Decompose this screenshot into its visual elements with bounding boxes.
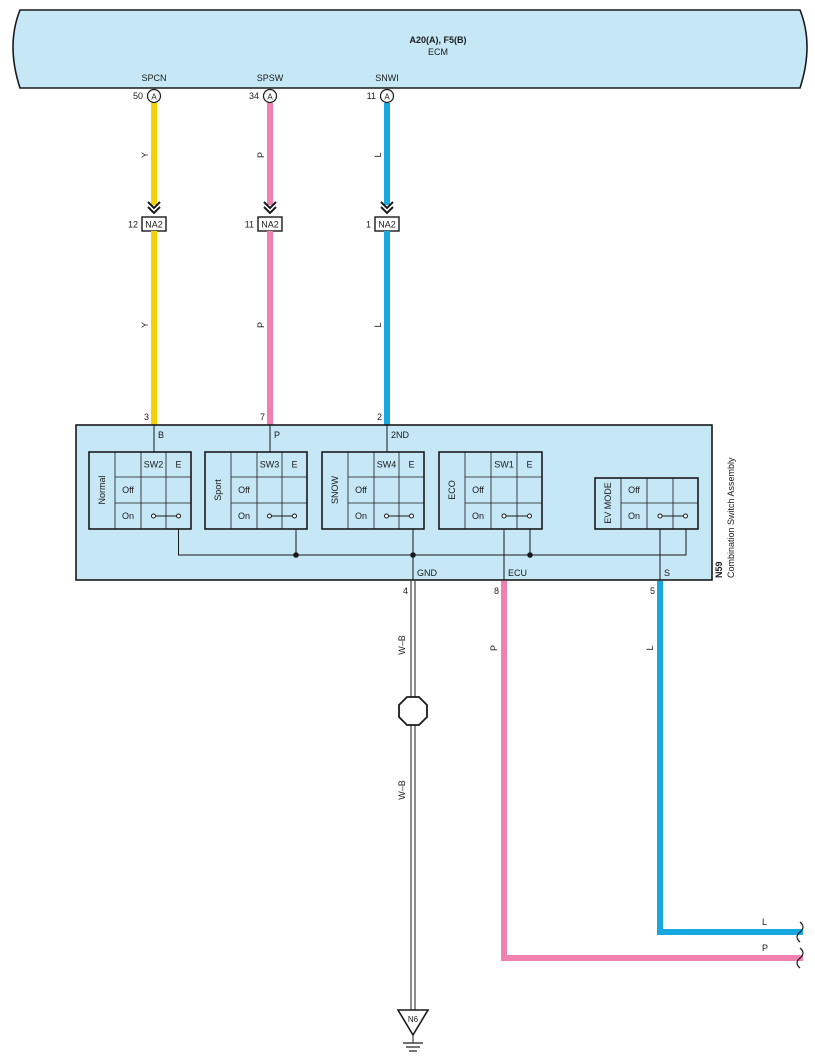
terminal-gnd: GND: [417, 568, 438, 578]
switch-contact-icon: [501, 513, 532, 519]
chevron-down-icon: [263, 201, 277, 215]
ground-id: N6: [408, 1015, 419, 1024]
junction-name: NA2: [145, 220, 163, 230]
wire-label-l: L: [373, 152, 383, 157]
switch-e-label: E: [408, 460, 414, 470]
switch-box-snow: SNOW SW4 E Off On: [321, 451, 425, 530]
wire-label-wb: W–B: [397, 780, 407, 800]
connector-a-letter: A: [384, 93, 390, 102]
switch-assembly-id: N59: [714, 561, 724, 578]
switch-mode-label: SNOW: [330, 475, 340, 504]
chevron-down-icon: [147, 201, 161, 215]
switch-box-sport: Sport SW3 E Off On: [204, 451, 308, 530]
switch-box-normal: Normal SW2 E Off On: [88, 451, 192, 530]
switch-box-eco: ECO SW1 E Off On: [438, 451, 543, 530]
internal-wiring: [178, 529, 687, 580]
wire-label-p: P: [256, 322, 266, 328]
chevron-down-icon: [380, 201, 394, 215]
switch-sw-label: SW2: [144, 460, 164, 470]
switch-contact-icon: [151, 513, 181, 519]
wire-pink-ecu: [501, 581, 803, 961]
ecm-pin-11: 11: [367, 91, 376, 101]
switch-pin-3: 3: [144, 412, 149, 422]
ecm-connectors: A20(A), F5(B): [409, 35, 466, 45]
switch-sw-label: SW1: [494, 460, 514, 470]
switch-contact-icon: [384, 513, 414, 519]
wire-label-wb: W–B: [397, 635, 407, 655]
ev-mode-label: EV MODE: [603, 482, 613, 524]
switch-mode-label: Normal: [97, 475, 107, 504]
switch-contact-icon: [657, 513, 688, 519]
switch-pin-5: 5: [650, 586, 655, 596]
connector-a-letter: A: [267, 93, 273, 102]
switch-pin-7: 7: [260, 412, 265, 422]
junction-pin-1: 1: [366, 220, 371, 230]
switch-box-ev-mode: EV MODE Off On: [594, 477, 699, 530]
switch-sw-label: SW4: [377, 460, 397, 470]
junction-name: NA2: [261, 220, 279, 230]
switch-off-label: Off: [472, 485, 484, 495]
switch-on-label: On: [628, 511, 640, 521]
wire-blue-s: [657, 581, 803, 935]
terminal-b: B: [158, 430, 164, 440]
ground-icon: [396, 1009, 430, 1052]
ecm-signal-snwi: SNWI: [375, 73, 399, 83]
terminal-ecu: ECU: [508, 568, 527, 578]
terminal-s: S: [664, 568, 670, 578]
switch-e-label: E: [175, 460, 181, 470]
switch-assembly-name: Combination Switch Assembly: [726, 457, 736, 578]
connector-a-letter: A: [151, 93, 157, 102]
switch-mode-label: Sport: [213, 479, 223, 501]
junction-dots: [293, 552, 533, 558]
ecm-signal-spcn: SPCN: [141, 73, 166, 83]
switch-off-label: Off: [238, 485, 250, 495]
switch-e-label: E: [526, 460, 532, 470]
wire-label-l: L: [373, 322, 383, 327]
switch-contact-icon: [267, 513, 297, 519]
terminal-2nd: 2ND: [391, 430, 410, 440]
switch-sw-label: SW3: [260, 460, 280, 470]
switch-off-label: Off: [628, 485, 640, 495]
terminal-p: P: [274, 430, 280, 440]
wire-label-l: L: [645, 645, 655, 650]
junction-pin-11: 11: [245, 220, 254, 230]
ecm-pin-50: 50: [133, 91, 143, 101]
splice-octagon-icon: [398, 696, 428, 726]
ecm-signal-spsw: SPSW: [257, 73, 284, 83]
wire-label-p: P: [489, 645, 499, 651]
ecm-panel: [12, 9, 808, 89]
switch-on-label: On: [355, 511, 367, 521]
switch-off-label: Off: [122, 485, 134, 495]
switch-pin-2: 2: [377, 412, 382, 422]
wire-label-y: Y: [140, 152, 150, 158]
wire-label-l: L: [762, 917, 767, 927]
switch-e-label: E: [291, 460, 297, 470]
connector-a-marker: [146, 88, 162, 104]
switch-off-label: Off: [355, 485, 367, 495]
ecm-pin-34: 34: [249, 91, 259, 101]
ecm-name: ECM: [428, 47, 448, 57]
wire-break-icon: [796, 921, 804, 969]
switch-on-label: On: [472, 511, 484, 521]
switch-on-label: On: [122, 511, 134, 521]
connector-a-marker: [379, 88, 395, 104]
switch-pin-4: 4: [403, 586, 408, 596]
junction-name: NA2: [378, 220, 396, 230]
switch-on-label: On: [238, 511, 250, 521]
switch-pin-8: 8: [494, 586, 499, 596]
connector-a-marker: [262, 88, 278, 104]
wire-label-p: P: [762, 943, 768, 953]
junction-pin-12: 12: [128, 220, 138, 230]
switch-mode-label: ECO: [447, 480, 457, 500]
wire-label-p: P: [256, 152, 266, 158]
wire-label-y: Y: [140, 322, 150, 328]
